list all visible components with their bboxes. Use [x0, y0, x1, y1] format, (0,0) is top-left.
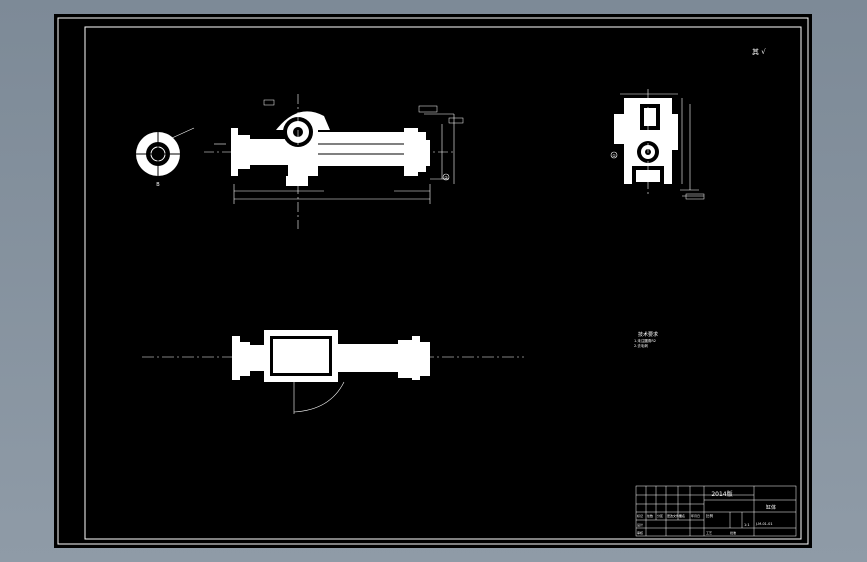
title-scale-value: 1:1: [744, 523, 750, 527]
side-view: ①: [610, 89, 705, 200]
end-view-circle: B: [130, 126, 195, 188]
title-block: [635, 485, 797, 537]
title-sign-label-4: 批准: [730, 530, 736, 535]
notes-line-1: 1.未注圆角R2: [634, 338, 656, 343]
balloon-2-label: ②: [444, 175, 448, 180]
title-sign-label-2: 审核: [637, 530, 643, 535]
title-scale-label: 比例: [706, 513, 714, 518]
title-row-label-4: 更改文件号: [667, 513, 682, 518]
outer-border: [57, 17, 809, 545]
front-view: ②: [204, 94, 464, 229]
notes-line-2: 2.去毛刺: [634, 343, 648, 348]
notes-heading: 技术要求: [638, 331, 658, 338]
title-part-name: 缸体: [766, 504, 776, 511]
section-b-label: B: [156, 182, 160, 188]
title-year-label: 2014版: [711, 490, 732, 498]
drawing-canvas: 其 √ B: [57, 17, 809, 545]
title-row-label-6: 年月日: [691, 513, 700, 518]
title-sign-label-3: 工艺: [706, 530, 712, 535]
drawing-sheet: 其 √ B: [54, 14, 812, 548]
title-drawing-no: J-M-01-01: [755, 522, 773, 526]
title-row-label-1: 标记: [637, 513, 643, 518]
title-row-label-2: 处数: [647, 513, 653, 518]
corner-roughness-mark: 其 √: [752, 48, 766, 56]
title-row-label-3: 分区: [657, 513, 663, 518]
plan-view: [142, 330, 524, 414]
technical-notes: 技术要求 1.未注圆角R2 2.去毛刺: [634, 331, 658, 348]
inner-border: [84, 26, 802, 540]
balloon-1-label: ①: [612, 153, 616, 158]
title-row-label-5: 签名: [679, 513, 685, 518]
title-sign-label-1: 设计: [637, 522, 643, 527]
